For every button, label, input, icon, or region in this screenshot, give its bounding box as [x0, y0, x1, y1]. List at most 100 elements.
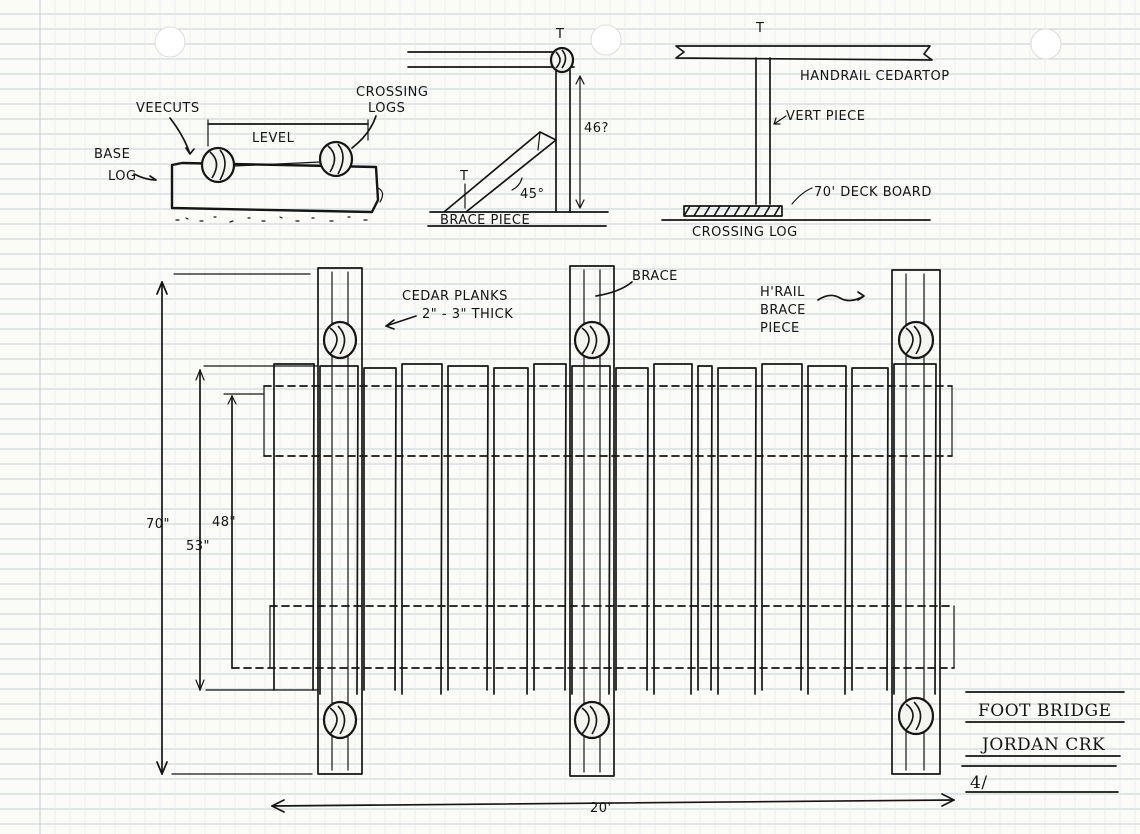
deck-plank: [493, 367, 529, 695]
vert-piece-label: VERT PIECE: [786, 109, 865, 124]
hrail-brace-label-2: BRACE: [760, 303, 806, 318]
base-log-end: [377, 187, 384, 203]
log-hatch: [209, 149, 226, 181]
log-hatch: [329, 705, 346, 735]
log-hatch: [555, 49, 567, 69]
vee-cuts-leader: [169, 117, 195, 155]
rail-post-right: [891, 269, 941, 775]
post-log: [322, 700, 358, 740]
deck-plank: [717, 367, 757, 695]
rail-t-mark: T: [459, 169, 468, 184]
title-line-2: JORDAN CRK: [980, 735, 1105, 755]
cedar-planks-label-2: 2" - 3" THICK: [422, 307, 513, 322]
binder-hole: [590, 24, 622, 56]
crossing-logs-label-2: LOGS: [368, 101, 405, 116]
brace-piece-label: BRACE PIECE: [440, 213, 530, 228]
log-hatch: [327, 143, 344, 175]
deck-plank: [533, 363, 567, 691]
brace-label: BRACE: [632, 269, 678, 284]
brace-piece: [443, 131, 557, 213]
cedar-planks-label-1: CEDAR PLANKS: [402, 289, 508, 304]
rail-section-detail: T 46? T 45° BRACE PIECE: [407, 27, 609, 228]
vert-piece-leader: [773, 115, 787, 125]
deck-board-label: 70' DECK BOARD: [814, 185, 932, 200]
post-log: [897, 320, 935, 360]
base-log-label-1: BASE: [94, 147, 130, 162]
dim-arrow: [195, 369, 205, 691]
post-outline: [891, 269, 941, 775]
title-block: FOOT BRIDGE JORDAN CRK 4/: [961, 691, 1125, 793]
deck-plank: [401, 363, 443, 695]
hrail-brace-leader: [817, 291, 865, 302]
post-log: [573, 320, 611, 360]
log-hatch: [329, 325, 346, 355]
dim-70-label: 70": [146, 517, 170, 532]
rail-t-mark: T: [755, 21, 764, 36]
crossing-logs-leader: [351, 115, 377, 149]
deck-plank: [615, 367, 649, 691]
dim-arrow: [271, 793, 955, 813]
crossing-log: [200, 146, 236, 184]
brace-angle-label: 45°: [520, 187, 545, 202]
post-log: [897, 696, 935, 736]
dim-arrow: [575, 75, 585, 209]
crossing-log: [318, 140, 354, 178]
deck-plank: [447, 365, 489, 691]
rail-post-left: [317, 267, 363, 775]
angle-arc: [511, 177, 523, 191]
side-view-detail: LEVEL VEECUTS CROSSING LOGS BASE LOG: [94, 85, 428, 223]
deck-plank: [761, 363, 803, 691]
base-log-label-2: LOG: [108, 169, 137, 184]
dim-arrow: [156, 281, 168, 775]
log-hatch: [905, 325, 922, 355]
deck-plank: [571, 365, 611, 695]
title-line-1: FOOT BRIDGE: [978, 701, 1112, 721]
deck-hatch: [683, 205, 781, 217]
log-hatch: [581, 705, 598, 735]
binder-hole: [154, 26, 186, 58]
level-label: LEVEL: [252, 131, 295, 146]
dim-20-label: 20': [590, 801, 612, 816]
rail-post-center: [569, 265, 615, 777]
dim-20-line: [271, 799, 955, 807]
log-hatch: [581, 325, 598, 355]
deck-plank: [363, 367, 397, 691]
deck-plank: [319, 365, 359, 695]
post-log: [322, 320, 358, 360]
deck-plank: [653, 363, 693, 695]
base-log-outline: [170, 161, 380, 214]
post-outline: [569, 265, 615, 777]
handrail-section-detail: T HANDRAIL CEDARTOP VERT PIECE 70' DECK …: [661, 21, 950, 240]
deck-plank: [893, 363, 937, 695]
crossing-log-label: CROSSING LOG: [692, 225, 798, 240]
rail-height-label: 46?: [584, 121, 609, 136]
deck-plank: [697, 365, 713, 691]
handrail-label: HANDRAIL CEDARTOP: [800, 69, 950, 84]
brace-leader: [595, 281, 633, 297]
dim-48-label: 48": [212, 515, 236, 530]
ground-marks: [175, 216, 368, 223]
rail-t-mark: T: [555, 27, 564, 42]
cedar-planks-leader: [385, 315, 417, 330]
deck-plank: [273, 363, 315, 691]
deck-board-leader: [791, 187, 813, 205]
hrail-brace-label-3: PIECE: [760, 321, 800, 336]
hrail-brace-label-1: H'RAIL: [760, 285, 805, 300]
deck-plank: [807, 365, 847, 695]
brace-top: [537, 131, 541, 151]
post-outline: [317, 267, 363, 775]
base-log-leader: [133, 173, 157, 181]
post-log: [573, 700, 611, 740]
handrail-top: [675, 45, 933, 61]
deck-plank: [851, 367, 889, 691]
dim-arrow: [227, 395, 237, 405]
binder-hole: [1030, 28, 1062, 60]
plan-view: CEDAR PLANKS 2" - 3" THICK BRACE H'RAIL …: [146, 265, 955, 816]
vee-cuts-label: VEECUTS: [136, 101, 200, 116]
sheet-number: 4/: [970, 773, 988, 793]
crossing-logs-label-1: CROSSING: [356, 85, 428, 100]
deck-planks: [273, 363, 937, 695]
handrail-log: [549, 46, 575, 74]
log-hatch: [905, 701, 922, 731]
